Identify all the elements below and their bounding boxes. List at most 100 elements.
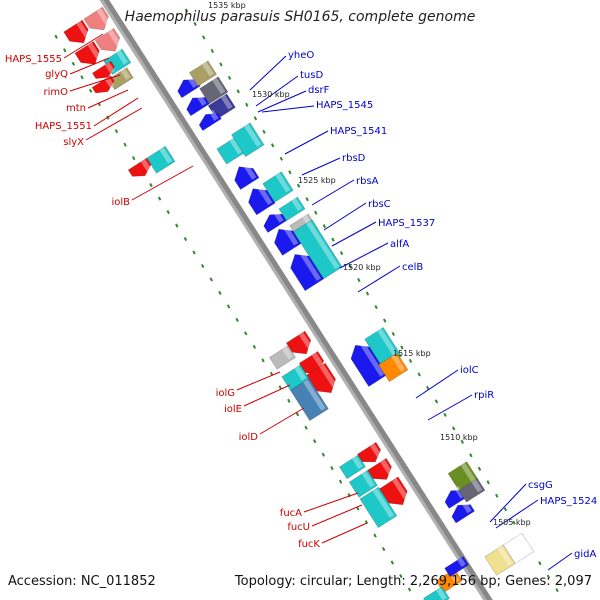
tick-mark	[407, 587, 412, 592]
gene-feature	[248, 183, 276, 216]
tick-mark	[123, 142, 127, 147]
gene-highlight	[436, 587, 447, 600]
ruler-label: 1505 kbp	[493, 518, 531, 527]
tick-mark	[88, 88, 93, 93]
ruler-label: 1510 kbp	[440, 433, 478, 442]
gene-arrow	[94, 28, 121, 52]
tick-mark	[192, 250, 196, 255]
tick-mark	[512, 520, 516, 525]
tick-mark	[175, 223, 179, 228]
tick-mark	[245, 102, 249, 107]
gene-label: iolC	[460, 365, 479, 376]
gene-feature	[189, 60, 217, 87]
gene-label: alfA	[390, 239, 409, 250]
gene-arrow	[263, 213, 287, 233]
gene-feature	[107, 67, 134, 90]
gene-arrow	[306, 362, 336, 394]
gene-label: HAPS_1545	[316, 100, 373, 111]
gene-label: mtn	[66, 103, 86, 114]
gene-highlight	[242, 161, 257, 180]
leader-line	[243, 384, 291, 407]
gene-feature	[199, 76, 229, 105]
tick-mark	[321, 452, 326, 457]
leader-line	[93, 97, 139, 127]
tick-mark	[417, 372, 421, 377]
gene-arrow	[423, 586, 450, 600]
tick-mark	[219, 62, 223, 67]
gene-highlight	[275, 172, 291, 193]
gene-highlight	[306, 220, 340, 270]
gene-feature	[231, 122, 265, 158]
gene-highlight	[392, 477, 410, 501]
leader-line	[323, 202, 367, 231]
gene-arrow	[502, 532, 535, 564]
genome-title: Haemophilus parasuis SH0165, complete ge…	[124, 9, 476, 25]
leader-line	[311, 179, 355, 206]
tick-mark	[339, 251, 344, 256]
gene-feature	[502, 532, 535, 564]
gene-feature	[306, 362, 338, 394]
tick-mark	[400, 345, 404, 350]
tick-mark	[71, 61, 76, 66]
gene-feature	[339, 454, 366, 480]
gene-arrow	[199, 76, 229, 105]
tick-mark	[200, 263, 205, 269]
tick-mark	[503, 507, 508, 512]
leader-line	[284, 130, 329, 155]
gene-feature	[198, 109, 222, 131]
ruler-label: 1515 kbp	[393, 349, 431, 358]
leader-line	[357, 265, 401, 293]
gene-arrow	[189, 60, 217, 87]
gene-feature	[83, 6, 111, 31]
tick-mark	[80, 75, 84, 80]
gene-highlight	[391, 354, 406, 372]
tick-mark	[296, 183, 301, 188]
gene-highlight	[159, 147, 173, 164]
gene-arrow	[367, 457, 392, 480]
gene-feature	[269, 345, 296, 370]
gene-highlight	[202, 61, 214, 77]
gene-highlight	[352, 456, 363, 469]
gene-highlight	[358, 340, 385, 377]
tick-mark	[166, 210, 170, 215]
tick-mark	[381, 547, 386, 552]
backbone-layer	[99, 0, 493, 600]
gene-arrow	[127, 157, 152, 177]
gene-highlight	[105, 62, 115, 74]
tick-mark	[338, 479, 343, 484]
gene-highlight	[120, 68, 131, 80]
gene-highlight	[212, 77, 226, 95]
gene-feature	[458, 478, 486, 503]
gene-feature	[94, 28, 122, 52]
leader-line	[547, 552, 573, 571]
tick-mark	[390, 560, 394, 565]
gene-arrow	[91, 60, 115, 79]
gene-feature	[348, 469, 378, 498]
feature-layer	[63, 6, 535, 600]
gene-label: fucK	[298, 539, 320, 550]
tick-mark	[451, 426, 456, 431]
gene-arrow	[248, 188, 276, 216]
gene-highlight	[208, 109, 219, 121]
tick-mark	[236, 89, 240, 94]
gene-arrow	[451, 504, 475, 524]
gene-highlight	[244, 123, 262, 147]
gene-label: HAPS_1537	[378, 218, 435, 229]
leader-line	[87, 89, 129, 109]
gene-highlight	[515, 534, 531, 554]
gene-arrow	[378, 352, 409, 383]
gene-highlight	[294, 366, 307, 381]
gene-arrow	[359, 486, 398, 529]
gene-highlight	[96, 8, 111, 27]
gene-highlight	[140, 159, 152, 172]
gene-arrow	[63, 19, 89, 44]
leader-line	[311, 504, 363, 527]
gene-arrow	[458, 478, 486, 503]
gene-label: fucU	[287, 522, 310, 533]
gene-highlight	[377, 328, 399, 359]
gene-feature	[127, 157, 152, 177]
gene-label: iolB	[111, 197, 130, 208]
tick-mark	[278, 385, 282, 390]
gene-highlight	[370, 443, 382, 459]
